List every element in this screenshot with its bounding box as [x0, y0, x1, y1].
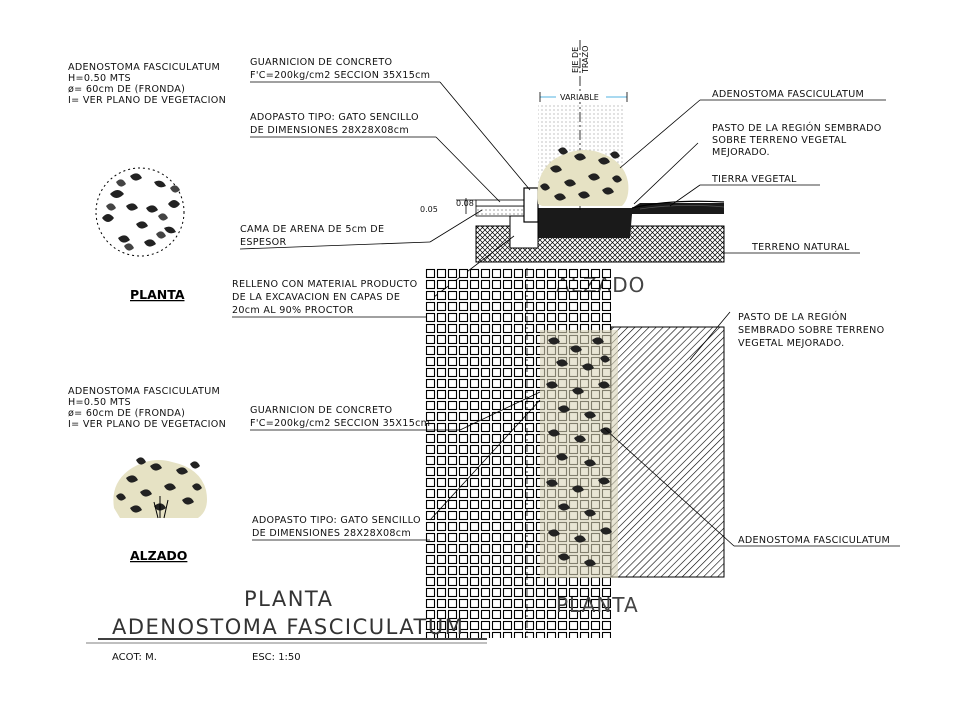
plan-adenostoma: ADENOSTOMA FASCICULATUM — [738, 535, 890, 546]
main-title-line-2: ADENOSTOMA FASCICULATUM — [112, 615, 464, 639]
spec-bottom-line-2: H=0.50 MTS — [68, 397, 131, 408]
variable-label: VARIABLE — [560, 93, 599, 102]
eje-line-2: TRAZO — [581, 46, 590, 74]
eje-line-1: EJE DE — [571, 47, 580, 73]
spec-block-bottom: ADENOSTOMA FASCICULATUM H=0.50 MTS ø= 60… — [68, 386, 226, 430]
sec-pasto-2: SOBRE TERRENO VEGETAL — [712, 135, 847, 146]
footer-acot: ACOT: M. — [112, 652, 157, 663]
spec-bottom-line-3: ø= 60cm DE (FRONDA) — [68, 408, 185, 419]
spec-top-line-3: ø= 60cm DE (FRONDA) — [68, 84, 185, 95]
main-title-line-1: PLANTA — [244, 587, 333, 611]
spec-top-line-2: H=0.50 MTS — [68, 73, 131, 84]
plan-adopasto-1: ADOPASTO TIPO: GATO SENCILLO — [252, 515, 421, 526]
plan-pasto-2: SEMBRADO SOBRE TERRENO — [738, 325, 885, 336]
shrub-plan-symbol — [95, 167, 185, 257]
sec-relleno-3: 20cm AL 90% PROCTOR — [232, 305, 354, 316]
spec-block-top: ADENOSTOMA FASCICULATUM H=0.50 MTS ø= 60… — [68, 62, 226, 106]
plan-shrub-row — [540, 330, 618, 578]
spec-top-line-1: ADENOSTOMA FASCICULATUM — [68, 62, 220, 73]
plan-adopasto-2: DE DIMENSIONES 28X28X08cm — [252, 528, 411, 539]
sec-cama-2: ESPESOR — [240, 237, 286, 248]
plan-guarnicion-1: GUARNICION DE CONCRETO — [250, 405, 393, 416]
tierra-vegetal-fill — [538, 203, 724, 238]
label-alzado: ALZADO — [130, 548, 187, 563]
sec-relleno-1: RELLENO CON MATERIAL PRODUCTO — [232, 279, 418, 290]
footer-esc: ESC: 1:50 — [252, 652, 301, 663]
plan-pasto-1: PASTO DE LA REGIÓN — [738, 310, 847, 323]
plan-guarnicion-2: F'C=200kg/cm2 SECCION 35X15cm — [250, 418, 430, 429]
plan-pasto-3: VEGETAL MEJORADO. — [738, 338, 844, 349]
sec-adopasto-2: DE DIMENSIONES 28X28X08cm — [250, 125, 409, 136]
plan-callouts: GUARNICION DE CONCRETO F'C=200kg/cm2 SEC… — [250, 310, 900, 547]
plan-title: PLANTA — [556, 593, 639, 617]
shrub-elevation-symbol — [113, 457, 208, 519]
sec-pasto-1: PASTO DE LA REGIÓN SEMBRADO — [712, 121, 882, 134]
sec-cama-1: CAMA DE ARENA DE 5cm DE — [240, 224, 384, 235]
section-elevation: 0.05 0.08 EJE DE TRAZO VARIABLE ALZADO — [420, 40, 725, 297]
sec-guarnicion-1: GUARNICION DE CONCRETO — [250, 57, 393, 68]
sec-tierra: TIERRA VEGETAL — [711, 174, 797, 185]
sec-relleno-2: DE LA EXCAVACION EN CAPAS DE — [232, 292, 400, 303]
sec-adopasto-1: ADOPASTO TIPO: GATO SENCILLO — [250, 112, 419, 123]
pasto-hatch — [610, 326, 725, 578]
spec-bottom-line-1: ADENOSTOMA FASCICULATUM — [68, 386, 220, 397]
sec-pasto-3: MEJORADO. — [712, 147, 770, 158]
guarnicion-section — [523, 187, 539, 223]
dim-005: 0.05 — [420, 205, 438, 214]
sec-terreno: TERRENO NATURAL — [751, 242, 850, 253]
plan-view: PLANTA — [425, 268, 725, 638]
sec-adenostoma: ADENOSTOMA FASCICULATUM — [712, 89, 864, 100]
spec-top-line-4: I= VER PLANO DE VEGETACION — [68, 95, 226, 106]
title-block: PLANTA ADENOSTOMA FASCICULATUM ACOT: M. … — [86, 587, 487, 663]
spec-bottom-line-4: I= VER PLANO DE VEGETACION — [68, 419, 226, 430]
sec-guarnicion-2: F'C=200kg/cm2 SECCION 35X15cm — [250, 70, 430, 81]
label-planta: PLANTA — [130, 287, 185, 302]
section-callouts: GUARNICION DE CONCRETO F'C=200kg/cm2 SEC… — [232, 57, 886, 318]
section-shrub — [537, 147, 629, 206]
dim-008: 0.08 — [456, 199, 474, 208]
